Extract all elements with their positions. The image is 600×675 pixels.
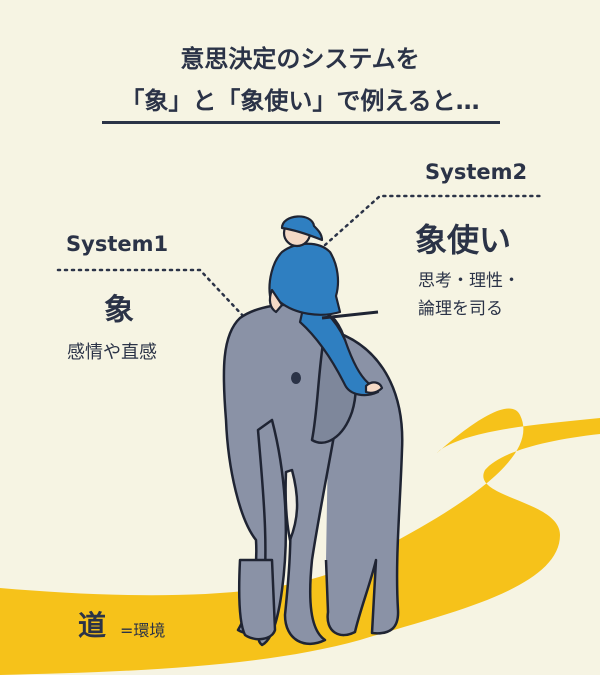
road-label: 道	[78, 609, 107, 642]
rider-torso	[268, 242, 342, 316]
rider-cap	[280, 215, 324, 242]
system2-label: System2	[425, 160, 528, 184]
rider-foot	[364, 381, 384, 394]
road-description: =環境	[120, 621, 166, 640]
system2-description-line-1: 思考・理性・	[418, 271, 520, 291]
system2-name: 象使い	[415, 221, 512, 259]
elephant-eye	[291, 372, 301, 384]
elephant-tusk	[284, 468, 299, 542]
title-line-2: 「象」と「象使い」で例えると…	[120, 87, 480, 115]
elephant-left-leg	[237, 558, 277, 641]
title-underline	[102, 121, 500, 124]
rider-arm	[268, 288, 284, 314]
system2-description-line-2: 論理を司る	[418, 299, 503, 319]
rider-figure	[268, 215, 384, 397]
title-line-1: 意思決定のシステムを	[180, 45, 420, 73]
system1-leader-line	[56, 268, 247, 320]
rider-stick	[321, 310, 379, 320]
system1-label: System1	[66, 232, 169, 256]
page-title: 意思決定のシステムを 「象」と「象使い」で例えると…	[0, 38, 600, 122]
system1-name: 象	[104, 293, 134, 328]
system1-description: 感情や直感	[67, 342, 157, 363]
elephant-figure	[222, 303, 404, 647]
road-shape	[0, 408, 600, 675]
